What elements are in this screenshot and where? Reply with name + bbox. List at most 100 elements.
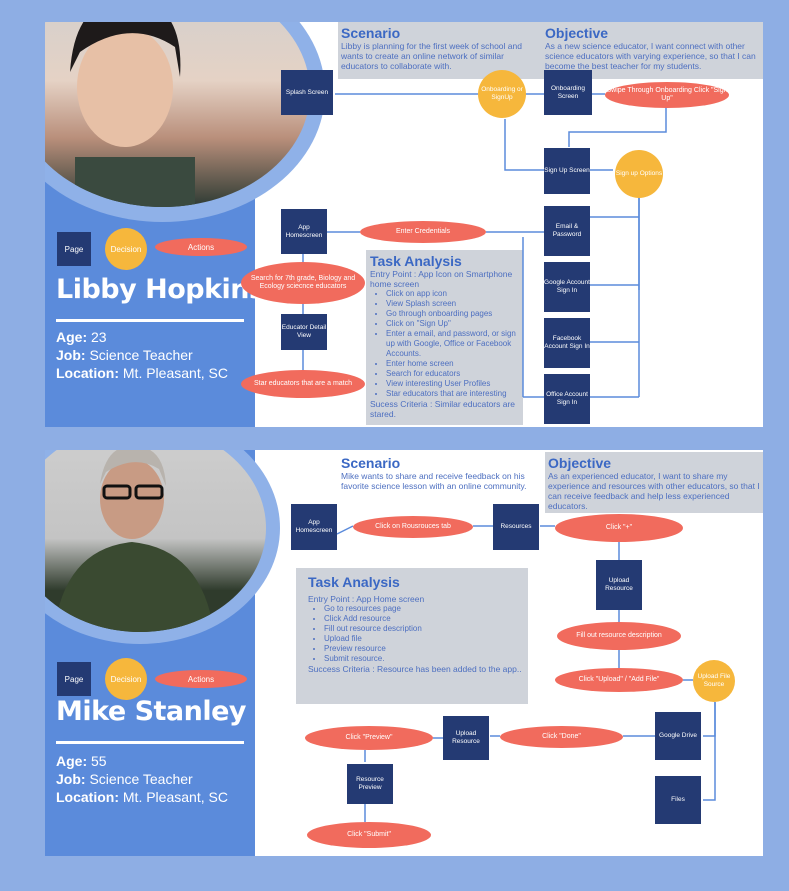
node-upload-resource: Upload Resource bbox=[596, 560, 642, 610]
scenario-box: Scenario Mike wants to share and receive… bbox=[338, 452, 536, 505]
task-step: View interesting User Profiles bbox=[386, 379, 520, 389]
node-app-homescreen: App Homescreen bbox=[291, 504, 337, 550]
legend-page-shape: Page bbox=[57, 662, 91, 696]
persona-details: Age: 55 Job: Science Teacher Location: M… bbox=[56, 752, 228, 806]
persona-name: Libby Hopkins bbox=[56, 274, 265, 305]
node-resources: Resources bbox=[493, 504, 539, 550]
node-resource-preview: Resource Preview bbox=[347, 764, 393, 804]
location-value: Mt. Pleasant, SC bbox=[122, 789, 228, 805]
objective-box: Objective As a new science educator, I w… bbox=[542, 22, 763, 79]
job-label: Job: bbox=[56, 771, 86, 787]
task-entry-point: Entry Point : App Icon on Smartphone hom… bbox=[370, 269, 513, 289]
age-value: 23 bbox=[91, 329, 107, 345]
legend-decision-label: Decision bbox=[110, 674, 142, 684]
task-analysis-box: Task Analysis Entry Point : App Icon on … bbox=[366, 250, 523, 425]
node-onboarding-screen: Onboarding Screen bbox=[544, 70, 592, 115]
task-steps: Go to resources page Click Add resource … bbox=[308, 604, 522, 664]
action-search-educators: Search for 7th grade, Biology and Ecolog… bbox=[241, 262, 365, 304]
task-step: Search for educators bbox=[386, 369, 520, 379]
task-step: Submit resource. bbox=[324, 654, 522, 664]
age-value: 55 bbox=[91, 753, 107, 769]
flow-connectors bbox=[302, 93, 667, 398]
task-success-criteria: Sucess Criteria : Similar educators are … bbox=[370, 399, 516, 419]
decision-upload-file-source: Upload File Source bbox=[693, 660, 735, 702]
node-office-signin: Office Account Sign In bbox=[544, 374, 590, 424]
objective-text: As an experienced educator, I want to sh… bbox=[548, 471, 760, 511]
task-step: Click on app icon bbox=[386, 289, 520, 299]
objective-title: Objective bbox=[545, 25, 609, 41]
action-fill-out-description: Fill out resource description bbox=[557, 622, 681, 650]
scenario-box: Scenario Libby is planning for the first… bbox=[338, 22, 544, 79]
task-step: Enter home screen bbox=[386, 359, 520, 369]
node-upload-resource-2: Upload Resource bbox=[443, 716, 489, 760]
legend-actions-shape: Actions bbox=[155, 670, 247, 688]
node-files: Files bbox=[655, 776, 701, 824]
scenario-title: Scenario bbox=[341, 25, 401, 41]
persona-panel-mike: Page Decision Actions Mike Stanley Age: … bbox=[45, 450, 763, 856]
node-sign-up-screen: Sign Up Screen bbox=[544, 148, 590, 194]
legend-actions-label: Actions bbox=[187, 674, 215, 684]
node-google-drive: Google Drive bbox=[655, 712, 701, 760]
task-analysis-title: Task Analysis bbox=[370, 253, 462, 269]
node-splash-screen: Splash Screen bbox=[281, 70, 333, 115]
task-step: Preview resource bbox=[324, 644, 522, 654]
task-analysis-box: Task Analysis Entry Point : App Home scr… bbox=[296, 568, 528, 704]
persona-panel-libby: Page Decision Actions Libby Hopkins Age:… bbox=[45, 22, 763, 427]
scenario-text: Libby is planning for the first week of … bbox=[341, 41, 522, 71]
task-steps: Click on app icon View Splash screen Go … bbox=[370, 289, 520, 399]
action-click-preview: Click "Preview" bbox=[305, 726, 433, 750]
job-value: Science Teacher bbox=[89, 771, 193, 787]
task-step: Click on "Sign Up" bbox=[386, 319, 520, 329]
task-step: Upload file bbox=[324, 634, 522, 644]
node-email-password: Email & Password bbox=[544, 206, 590, 256]
action-swipe-onboarding: Swipe Through Onboarding Click "Sign Up" bbox=[605, 82, 729, 108]
flow-connectors bbox=[336, 525, 716, 822]
legend-actions-label: Actions bbox=[187, 242, 215, 252]
action-click-plus: Click "+" bbox=[555, 514, 683, 542]
legend-page-shape: Page bbox=[57, 232, 91, 266]
portrait-photo bbox=[54, 450, 214, 632]
name-divider bbox=[56, 741, 244, 744]
task-step: Go through onboarding pages bbox=[386, 309, 520, 319]
scenario-title: Scenario bbox=[341, 455, 401, 471]
task-step: Star educators that are interesting bbox=[386, 389, 520, 399]
task-step: Fill out resource description bbox=[324, 624, 522, 634]
legend-decision-label: Decision bbox=[110, 244, 142, 254]
task-step: Go to resources page bbox=[324, 604, 522, 614]
scenario-text: Mike wants to share and receive feedback… bbox=[341, 471, 527, 491]
objective-title: Objective bbox=[548, 455, 612, 471]
job-label: Job: bbox=[56, 347, 86, 363]
age-label: Age: bbox=[56, 329, 88, 345]
task-step: Click Add resource bbox=[324, 614, 522, 624]
action-click-resources-tab: Click on Rousrouces tab bbox=[353, 516, 473, 538]
location-label: Location: bbox=[56, 789, 119, 805]
job-value: Science Teacher bbox=[89, 347, 193, 363]
action-star-educators: Star educators that are a match bbox=[241, 370, 365, 398]
legend-page-label: Page bbox=[64, 674, 84, 684]
name-divider bbox=[56, 319, 244, 322]
legend-actions-shape: Actions bbox=[155, 238, 247, 256]
task-step: View Splash screen bbox=[386, 299, 520, 309]
decision-sign-up-options: Sign up Options bbox=[615, 150, 663, 198]
action-click-submit: Click "Submit" bbox=[307, 822, 431, 848]
location-label: Location: bbox=[56, 365, 119, 381]
task-entry-point: Entry Point : App Home screen bbox=[308, 594, 425, 604]
avatar-frame bbox=[45, 22, 325, 222]
legend-page-label: Page bbox=[64, 244, 84, 254]
objective-box: Objective As an experienced educator, I … bbox=[545, 452, 763, 513]
objective-text: As a new science educator, I want connec… bbox=[545, 41, 756, 71]
persona-name: Mike Stanley bbox=[56, 696, 247, 727]
task-step: Enter a email, and password, or sign up … bbox=[386, 329, 520, 359]
task-success-criteria: Success Criteria : Resource has been add… bbox=[308, 664, 522, 674]
decision-onboarding-signup: Onboarding or SignUp bbox=[478, 70, 526, 118]
action-enter-credentials: Enter Credentials bbox=[360, 221, 486, 243]
node-google-signin: Google Account Sign In bbox=[544, 262, 590, 312]
legend-decision-shape: Decision bbox=[105, 228, 147, 270]
action-click-upload-add-file: Click "Upload" / "Add File" bbox=[555, 668, 683, 692]
location-value: Mt. Pleasant, SC bbox=[122, 365, 228, 381]
node-facebook-signin: Facebook Account Sign In bbox=[544, 318, 590, 368]
age-label: Age: bbox=[56, 753, 88, 769]
persona-details: Age: 23 Job: Science Teacher Location: M… bbox=[56, 328, 228, 382]
avatar bbox=[45, 450, 266, 632]
legend-decision-shape: Decision bbox=[105, 658, 147, 700]
